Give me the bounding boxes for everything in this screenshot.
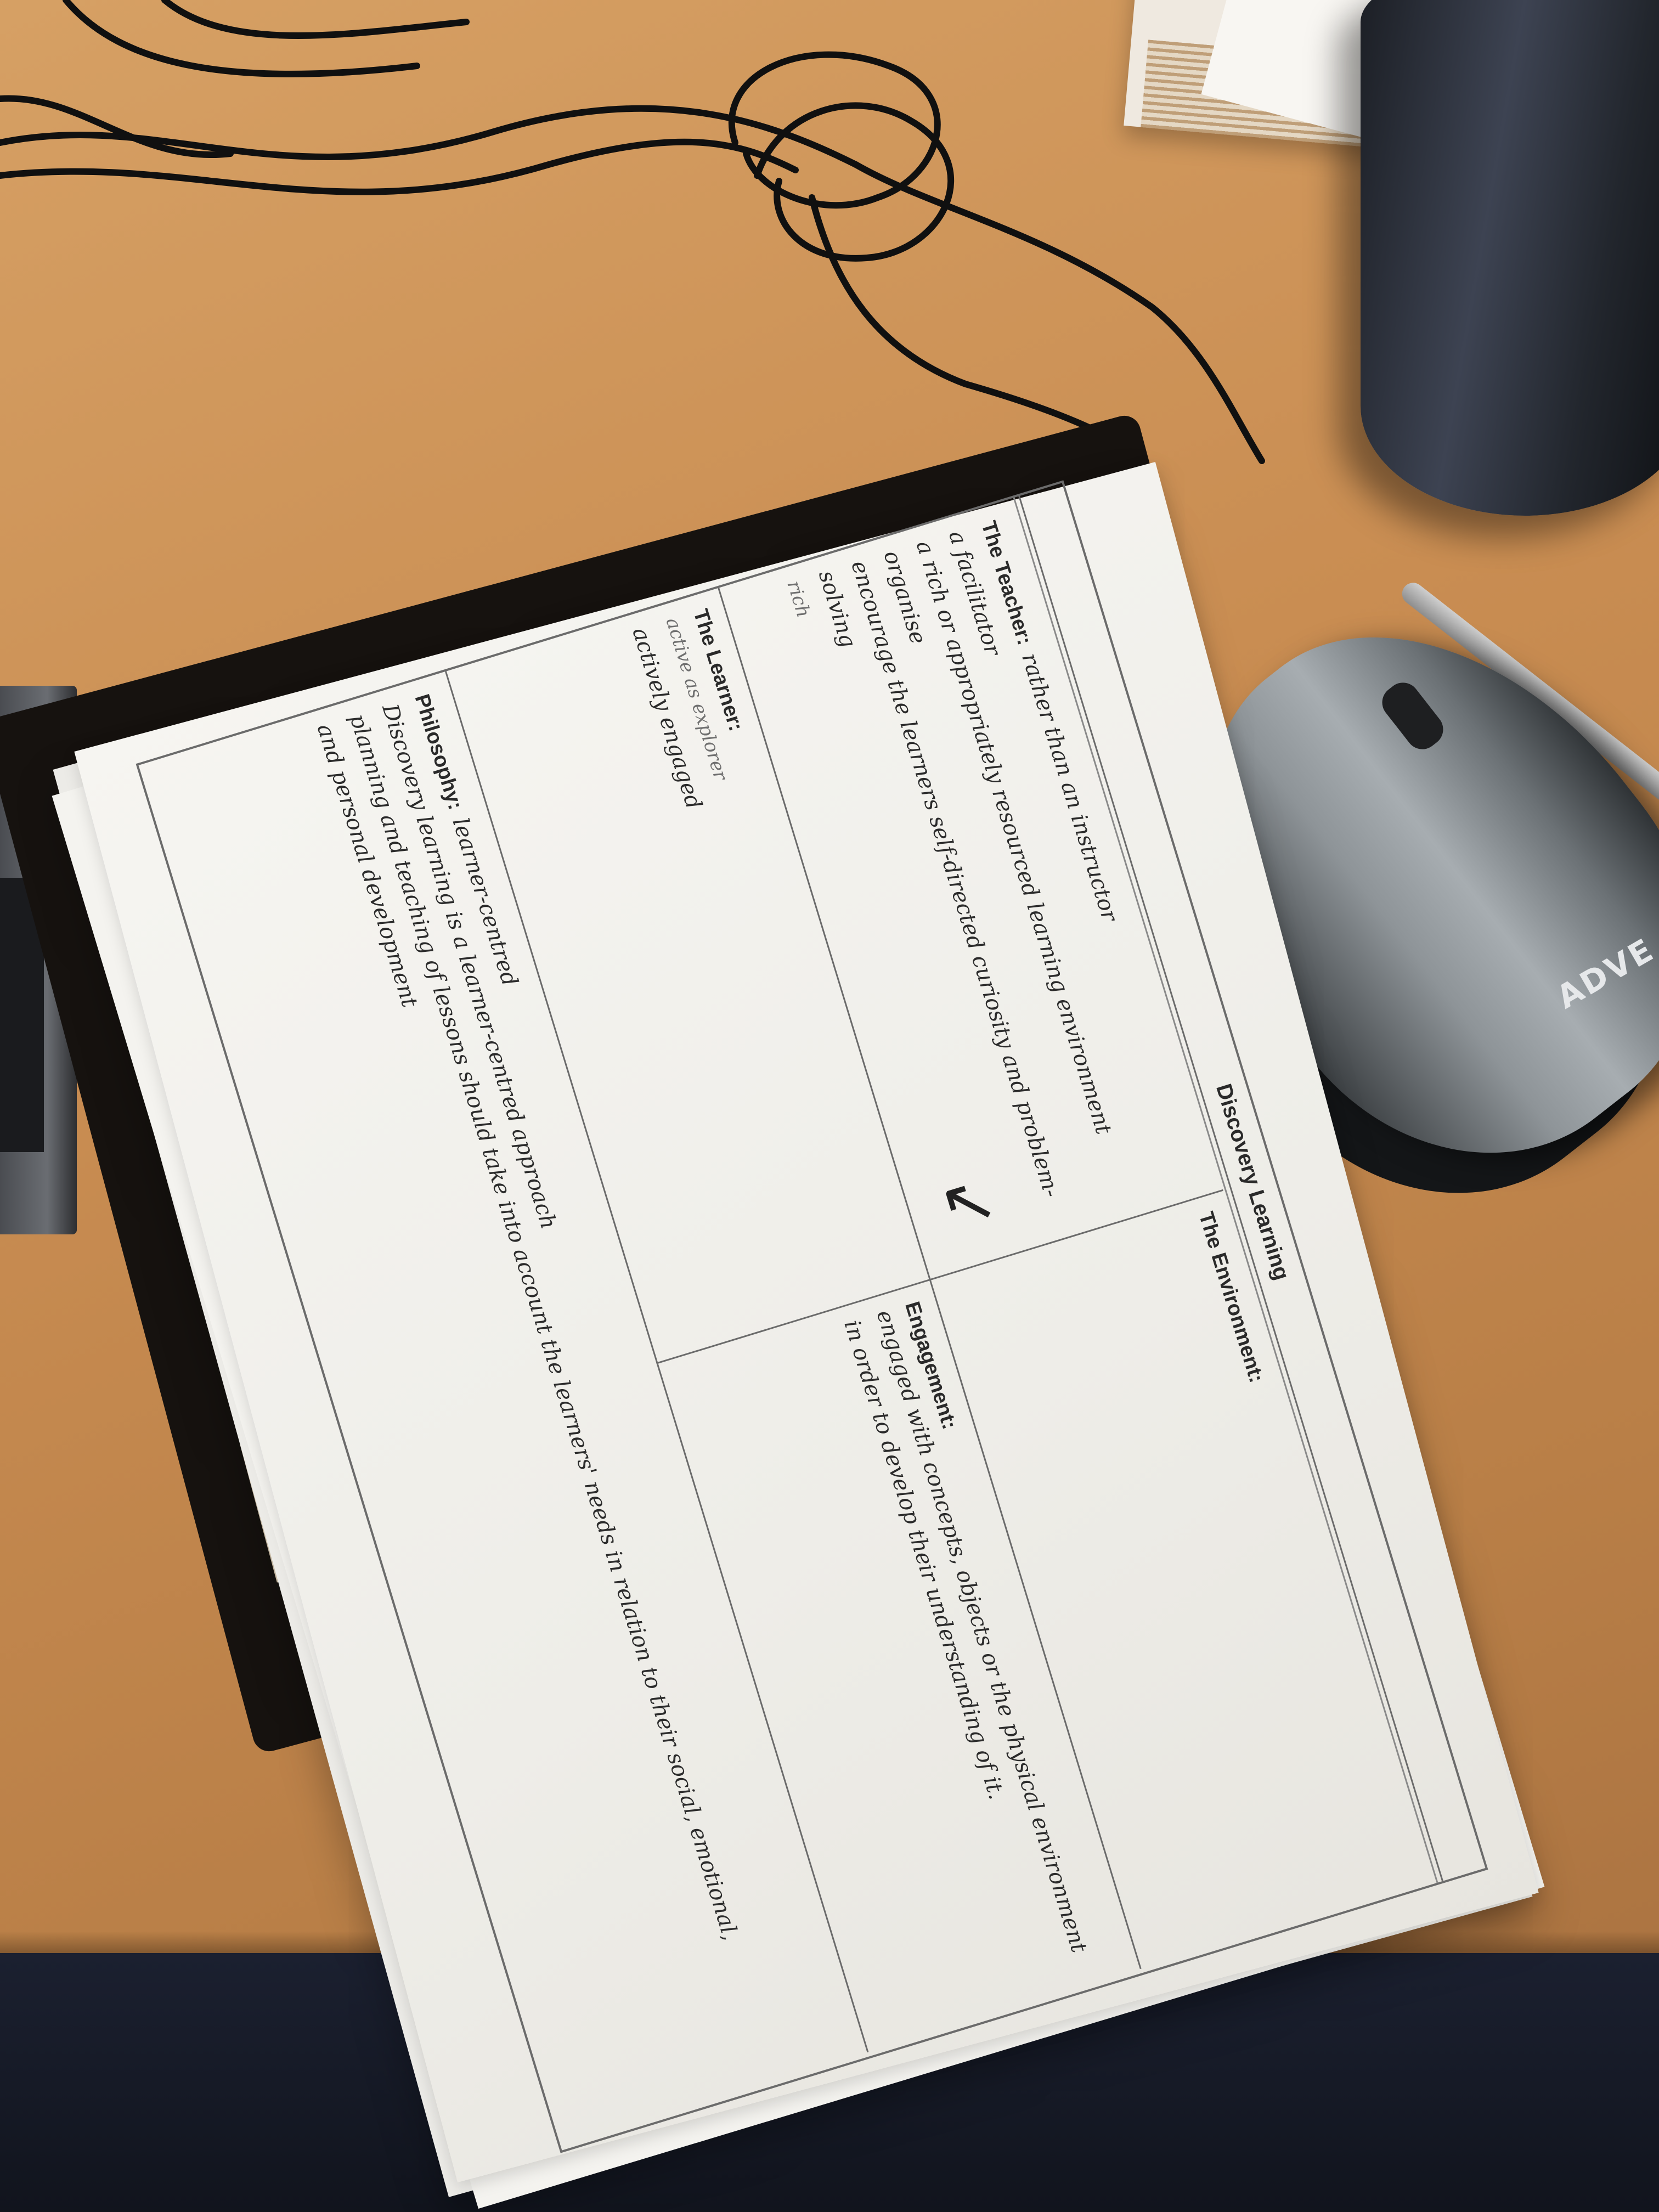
cables [0, 0, 1265, 464]
dark-canister [1361, 0, 1659, 516]
